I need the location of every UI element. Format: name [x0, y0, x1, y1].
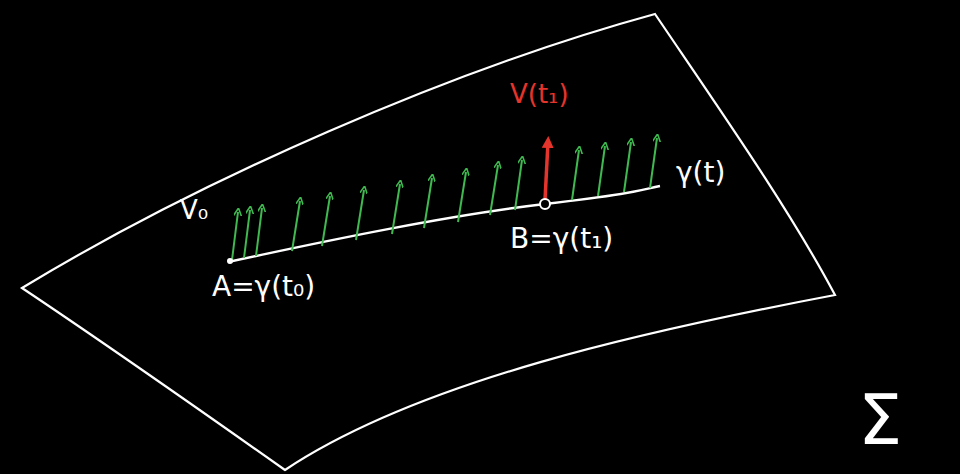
surface-outline [22, 14, 835, 470]
vector-field [232, 138, 657, 260]
point-label: A=γ(t₀) [212, 272, 315, 303]
vector-label: V₀ [180, 196, 208, 225]
surface-label: Σ [858, 382, 902, 459]
point-a [227, 258, 233, 264]
curve-label: γ(t) [676, 158, 725, 189]
point-b [540, 199, 550, 209]
vector-label: V(t₁) [510, 80, 569, 109]
vector-at-t1 [545, 142, 548, 200]
point-label: B=γ(t₁) [510, 224, 613, 255]
curve [228, 186, 660, 262]
